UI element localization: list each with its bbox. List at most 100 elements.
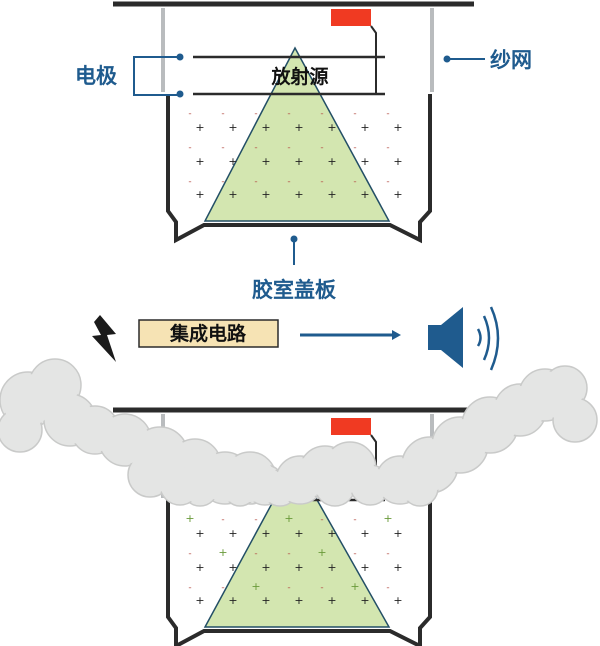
smoke-fill	[545, 368, 585, 408]
negative-ion: -	[221, 583, 224, 593]
chamber-wall	[166, 94, 432, 244]
negative-ion: -	[287, 177, 290, 187]
negative-ion: -	[320, 515, 323, 525]
positive-ion: +	[228, 527, 237, 540]
negative-ion: -	[353, 143, 356, 153]
positive-ion: +	[360, 188, 369, 201]
positive-ion: +	[360, 155, 369, 168]
smoke-fill	[317, 468, 353, 504]
negative-ion: -	[386, 583, 389, 593]
positive-ion: +	[327, 527, 336, 540]
smoke-fill	[226, 476, 254, 504]
chamber-cover-label: 胶室盖板	[252, 278, 337, 302]
positive-ion: +	[261, 527, 270, 540]
positive-ion: +	[218, 546, 227, 559]
negative-ion: -	[353, 109, 356, 119]
radiation-source-block	[331, 9, 371, 26]
positive-ion: +	[185, 512, 194, 525]
negative-ion: -	[221, 515, 224, 525]
negative-ion: -	[287, 583, 290, 593]
electrode-bracket	[133, 56, 180, 96]
positive-ion: +	[261, 155, 270, 168]
negative-ion: -	[254, 177, 257, 187]
negative-ion: -	[320, 583, 323, 593]
positive-ion: +	[261, 121, 270, 134]
positive-ion: +	[228, 594, 237, 607]
arrow-right-icon	[300, 330, 401, 340]
electrode-label: 电极	[75, 64, 118, 88]
positive-ion: +	[294, 594, 303, 607]
positive-ion: +	[261, 561, 270, 574]
positive-ion: +	[393, 527, 402, 540]
positive-ion: +	[327, 155, 336, 168]
positive-ion: +	[360, 561, 369, 574]
positive-ion: +	[228, 155, 237, 168]
negative-ion: -	[188, 583, 191, 593]
positive-ion: +	[360, 594, 369, 607]
negative-ion: -	[221, 177, 224, 187]
positive-ion: +	[261, 188, 270, 201]
positive-ion: +	[393, 188, 402, 201]
negative-ion: -	[221, 109, 224, 119]
positive-ion: +	[327, 561, 336, 574]
positive-ion: +	[294, 121, 303, 134]
positive-ion: +	[317, 546, 326, 559]
positive-ion: +	[393, 121, 402, 134]
positive-ion: +	[195, 561, 204, 574]
positive-ion: +	[393, 594, 402, 607]
negative-ion: -	[320, 177, 323, 187]
positive-ion: +	[327, 594, 336, 607]
positive-ion: +	[294, 188, 303, 201]
negative-ion: -	[287, 109, 290, 119]
negative-ion: -	[221, 143, 224, 153]
negative-ion: -	[353, 549, 356, 559]
integrated-circuit-label: 集成电路	[169, 322, 247, 345]
positive-ion: +	[195, 188, 204, 201]
positive-ion: +	[294, 527, 303, 540]
positive-ion: +	[251, 580, 260, 593]
positive-ion: +	[195, 594, 204, 607]
positive-ion: +	[195, 121, 204, 134]
negative-ion: -	[320, 109, 323, 119]
negative-ion: -	[188, 549, 191, 559]
smoke-fill	[162, 467, 198, 503]
smoke-fill	[130, 455, 170, 495]
negative-ion: -	[353, 177, 356, 187]
positive-ion: +	[195, 155, 204, 168]
negative-ion: -	[353, 515, 356, 525]
negative-ion: -	[254, 549, 257, 559]
positive-ion: +	[261, 594, 270, 607]
positive-ion: +	[350, 580, 359, 593]
smoke-fill	[0, 410, 40, 450]
lightning-icon	[92, 315, 116, 362]
source-wire	[370, 25, 377, 93]
radiation-cone	[203, 46, 391, 222]
smoke-fill	[555, 400, 595, 440]
negative-ion: -	[254, 109, 257, 119]
positive-ion: +	[393, 155, 402, 168]
positive-ion: +	[393, 561, 402, 574]
negative-ion: -	[287, 143, 290, 153]
negative-ion: -	[188, 177, 191, 187]
negative-ion: -	[188, 143, 191, 153]
positive-ion: +	[360, 121, 369, 134]
positive-ion: +	[284, 512, 293, 525]
positive-ion: +	[360, 527, 369, 540]
positive-ion: +	[228, 121, 237, 134]
negative-ion: -	[254, 515, 257, 525]
negative-ion: -	[386, 109, 389, 119]
integrated-circuit-box	[138, 319, 279, 348]
negative-ion: -	[320, 143, 323, 153]
positive-ion: +	[195, 527, 204, 540]
ions: -------+++++++-------+++++++-------+++++…	[188, 109, 402, 201]
negative-ion: -	[287, 549, 290, 559]
positive-ion: +	[294, 155, 303, 168]
positive-ion: +	[228, 188, 237, 201]
positive-ion: +	[294, 561, 303, 574]
radiation-source-label: 放射源	[270, 65, 328, 88]
negative-ion: -	[386, 549, 389, 559]
smoke-cloud	[0, 358, 598, 507]
negative-ion: -	[254, 143, 257, 153]
positive-ion: +	[327, 121, 336, 134]
